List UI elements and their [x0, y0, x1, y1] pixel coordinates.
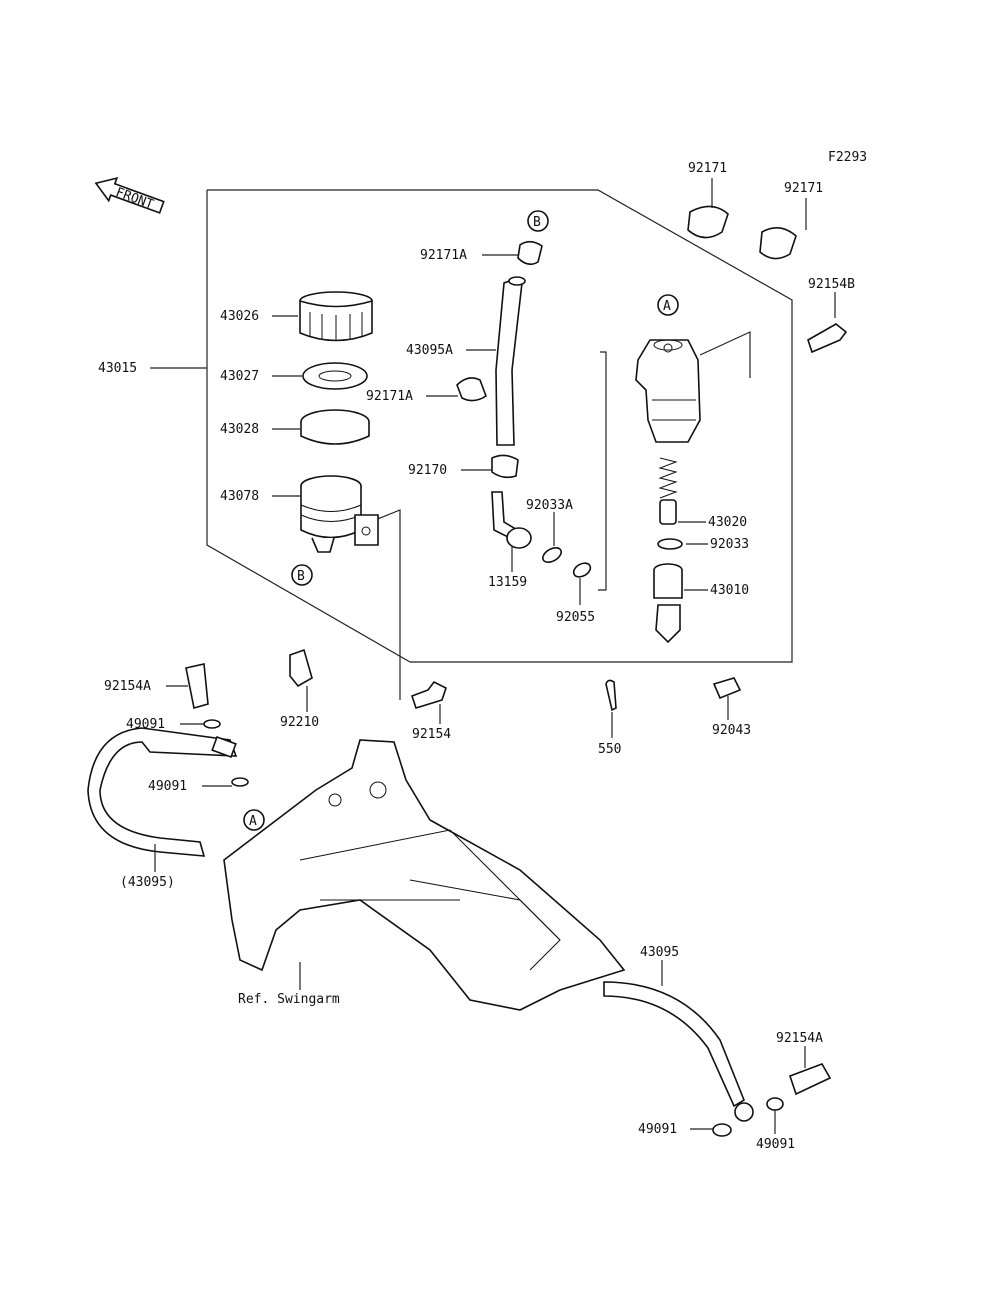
- label-43078: 43078: [220, 489, 259, 504]
- piston-spring: [658, 457, 678, 525]
- hose-clamp-upper: [517, 240, 543, 266]
- callout-b-top: B: [527, 210, 549, 232]
- diaphragm-plate: [302, 362, 368, 390]
- joint-pin: [712, 677, 742, 700]
- label-92055: 92055: [556, 610, 595, 625]
- svg-text:A: A: [663, 299, 671, 314]
- label-43010: 43010: [710, 583, 749, 598]
- brake-hose-lower: [603, 981, 754, 1122]
- label-43026: 43026: [220, 309, 259, 324]
- label-43095-paren: (43095): [120, 875, 175, 890]
- master-cylinder-body: [635, 339, 701, 443]
- label-92154b: 92154B: [808, 277, 855, 292]
- reservoir-hose: [495, 276, 526, 446]
- label-43028: 43028: [220, 422, 259, 437]
- label-92171a-2: 92171A: [366, 389, 413, 404]
- figure-code: F2293: [828, 150, 867, 165]
- label-43027: 43027: [220, 369, 259, 384]
- front-label: FRONT: [113, 185, 155, 213]
- svg-text:A: A: [249, 814, 257, 829]
- label-92170: 92170: [408, 463, 447, 478]
- label-43020: 43020: [708, 515, 747, 530]
- washer-49091-1: [203, 719, 221, 729]
- hose-clamp-lower: [491, 454, 519, 479]
- washer-49091-4: [766, 1097, 784, 1111]
- part-labels: 92171 92171 92154B 92171A 43026 43095A 4…: [98, 161, 855, 1152]
- label-92033: 92033: [710, 537, 749, 552]
- reservoir: [300, 475, 379, 553]
- label-92210: 92210: [280, 715, 319, 730]
- clamp-92171-left: [687, 205, 729, 239]
- ref-swingarm-label: Ref. Swingarm: [238, 992, 340, 1007]
- label-92154a-1: 92154A: [104, 679, 151, 694]
- reservoir-cap: [299, 291, 373, 342]
- label-92171-2: 92171: [784, 181, 823, 196]
- o-ring-92055: [572, 562, 592, 578]
- circlip-92033: [657, 538, 683, 550]
- callout-b-bottom: B: [291, 564, 313, 586]
- label-550: 550: [598, 742, 621, 757]
- label-49091-1: 49091: [126, 717, 165, 732]
- svg-text:B: B: [533, 215, 541, 230]
- front-arrow-icon: FRONT: [94, 177, 165, 214]
- callout-a-bottom: A: [243, 809, 265, 831]
- label-13159: 13159: [488, 575, 527, 590]
- label-43095: 43095: [640, 945, 679, 960]
- brake-hose-upper: [87, 727, 238, 857]
- cotter-pin: [605, 679, 617, 712]
- swingarm: [223, 739, 626, 1011]
- label-49091-2: 49091: [148, 779, 187, 794]
- svg-text:B: B: [297, 569, 305, 584]
- clamp-92171-right: [759, 227, 797, 260]
- label-49091-4: 49091: [756, 1137, 795, 1152]
- washer-49091-3: [712, 1123, 732, 1137]
- leader-lines: [154, 178, 836, 1134]
- hose-clamp-middle: [456, 377, 487, 402]
- diaphragm: [300, 409, 370, 445]
- label-92043: 92043: [712, 723, 751, 738]
- nut-92210: [289, 648, 313, 688]
- banjo-bolt-92154a-upper: [185, 663, 209, 710]
- assembly-outline: [150, 189, 793, 700]
- label-92154: 92154: [412, 727, 451, 742]
- label-92033a: 92033A: [526, 498, 573, 513]
- circlip-92033a: [542, 546, 562, 564]
- banjo-bolt-92154b: [807, 323, 848, 354]
- hose-fitting: [491, 491, 532, 549]
- label-92154a-2: 92154A: [776, 1031, 823, 1046]
- label-43095a: 43095A: [406, 343, 453, 358]
- label-43015: 43015: [98, 361, 137, 376]
- callout-a-top: A: [657, 294, 679, 316]
- label-92171-1: 92171: [688, 161, 727, 176]
- washer-49091-2: [231, 777, 249, 787]
- label-92171a-1: 92171A: [420, 248, 467, 263]
- banjo-bolt-92154a-lower: [788, 1063, 832, 1096]
- push-rod: [653, 563, 683, 644]
- label-49091-3: 49091: [638, 1122, 677, 1137]
- bolt-92154: [410, 680, 447, 709]
